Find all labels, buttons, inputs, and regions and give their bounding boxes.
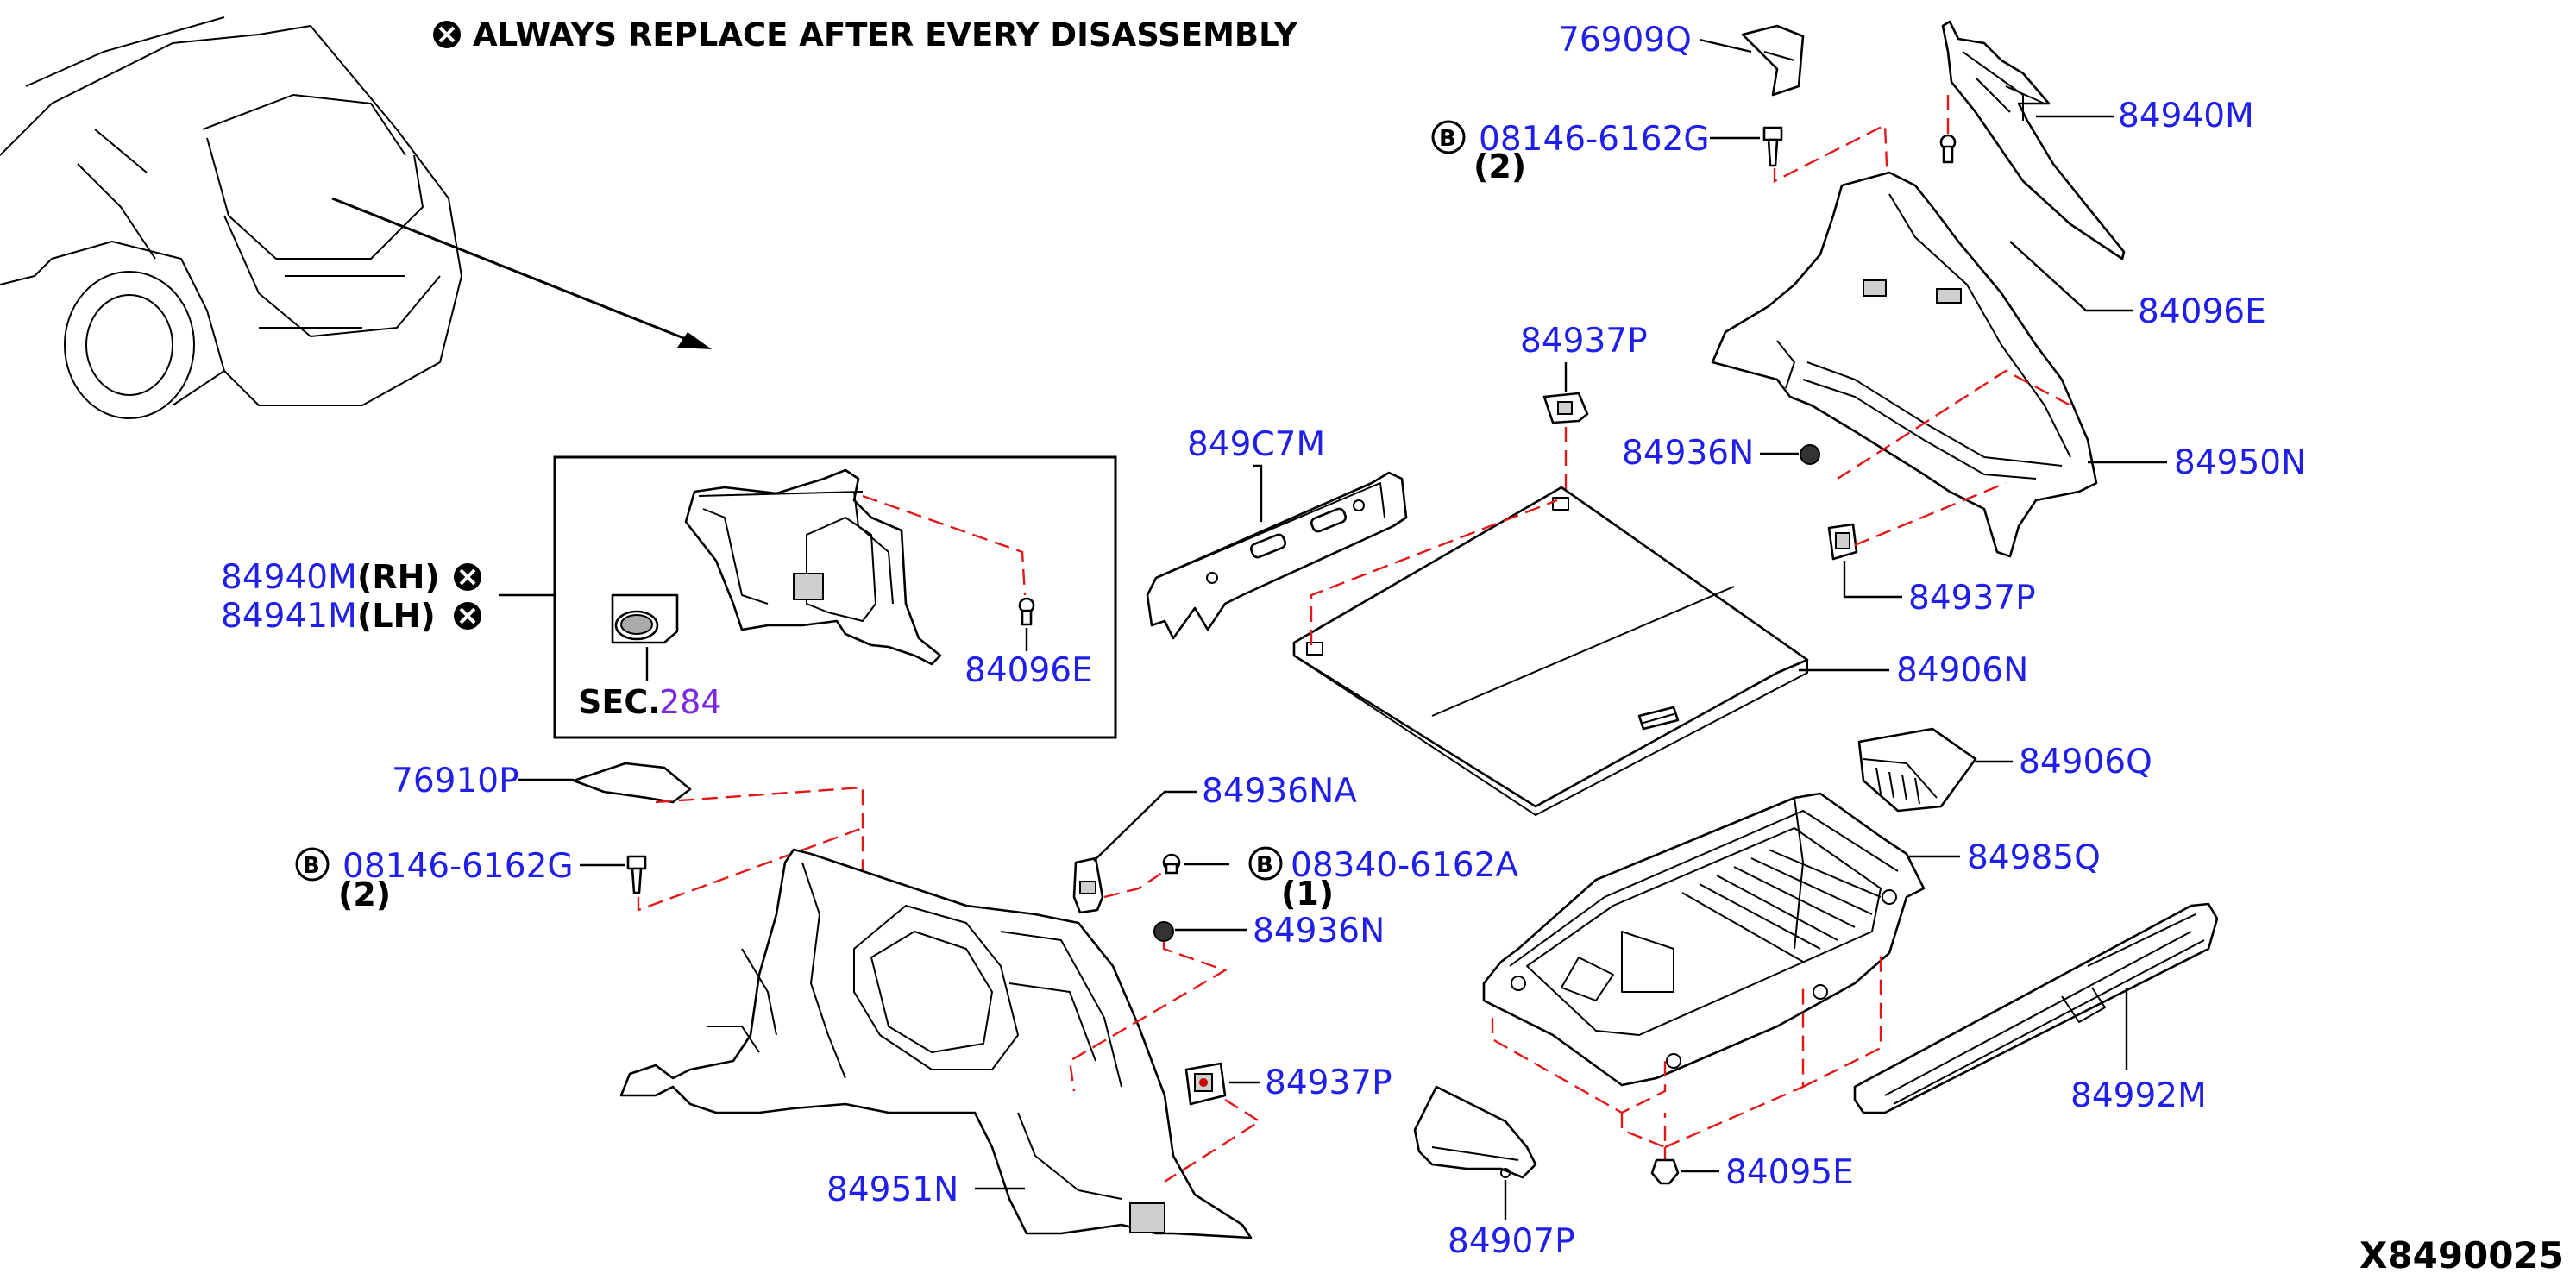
part-84936NA[interactable] [1072, 856, 1104, 914]
location-arrow [331, 197, 712, 349]
inset-box [553, 455, 1117, 739]
label-08340-6162A: 08340-6162A [1291, 846, 1518, 885]
label-84096E-top: 84096E [2138, 292, 2266, 331]
part-84992M[interactable] [1853, 902, 2219, 1114]
part-84906N[interactable] [1292, 486, 1809, 816]
svg-text:B: B [1256, 852, 1273, 878]
label-84941M-lh: 84941M [221, 597, 357, 636]
x-circle-icon [433, 21, 461, 48]
screw-08340[interactable] [1162, 853, 1181, 875]
svg-text:B: B [1439, 126, 1456, 152]
part-84937P-right[interactable] [1827, 523, 1858, 561]
header-note-text: ALWAYS REPLACE AFTER EVERY DISASSEMBLY [473, 16, 1298, 53]
label-84936N-low: 84936N [1253, 912, 1385, 951]
part-76909Q[interactable] [1741, 24, 1805, 97]
label-76910P: 76910P [392, 762, 519, 800]
part-84940M-top[interactable] [1941, 20, 2126, 260]
label-84937P-mid: 84937P [1520, 322, 1648, 361]
label-84992M: 84992M [2070, 1076, 2207, 1115]
label-lh: (LH) [357, 597, 436, 635]
part-84937P-mid[interactable] [1542, 392, 1589, 424]
section-ref-number: 284 [659, 683, 722, 721]
header-note: ALWAYS REPLACE AFTER EVERY DISASSEMBLY [433, 16, 1298, 53]
label-76909Q: 76909Q [1558, 21, 1692, 60]
label-84950N: 84950N [2174, 443, 2306, 482]
label-08146-6162G-top: 08146-6162G [1479, 120, 1710, 159]
label-84951N: 84951N [826, 1170, 958, 1209]
clip-84936N-low[interactable] [1153, 921, 1174, 942]
part-84940M-inset[interactable] [684, 468, 942, 666]
bolt-08146-left[interactable] [626, 855, 647, 894]
svg-text:B: B [303, 853, 320, 879]
qty-left: (2) [338, 875, 391, 913]
part-849C7M[interactable] [1146, 471, 1408, 640]
x-circle-icon [454, 563, 481, 591]
part-76910P[interactable] [572, 762, 692, 804]
part-84937P-low[interactable] [1184, 1062, 1227, 1106]
label-84906Q: 84906Q [2019, 743, 2152, 781]
label-84907P: 84907P [1448, 1222, 1575, 1261]
label-08146-6162G-left: 08146-6162G [342, 847, 574, 886]
part-84096E-inset[interactable] [1018, 597, 1035, 626]
label-849C7M: 849C7M [1187, 425, 1325, 464]
b-bolt-icon: B [295, 847, 330, 882]
label-84936NA: 84936NA [1202, 772, 1357, 811]
bolt-08146-top[interactable] [1762, 126, 1783, 167]
part-84950N[interactable] [1711, 171, 2098, 558]
part-84907P[interactable] [1413, 1085, 1537, 1179]
label-84940M-rh: 84940M [221, 558, 357, 597]
clip-84096E-top[interactable] [1939, 134, 1957, 164]
vehicle-illustration [0, 16, 462, 419]
label-84906N: 84906N [1896, 651, 2028, 690]
section-ref-prefix: SEC. [578, 683, 661, 721]
label-84937P-right: 84937P [1908, 579, 2036, 618]
x-circle-icon [454, 602, 481, 630]
label-84095E: 84095E [1725, 1153, 1854, 1192]
part-84985Q[interactable] [1482, 792, 1926, 1087]
part-84906Q[interactable] [1857, 727, 1977, 813]
diagram-code: X8490025 [2359, 1234, 2564, 1277]
b-bolt-icon: B [1248, 846, 1283, 881]
clip-84095E[interactable] [1650, 1158, 1680, 1185]
label-84096E-inset: 84096E [964, 651, 1093, 690]
label-84940M-top: 84940M [2118, 97, 2254, 135]
label-84936N-top: 84936N [1622, 434, 1754, 473]
label-84985Q: 84985Q [1967, 838, 2101, 877]
label-rh: (RH) [357, 558, 440, 596]
clip-84936N-top[interactable] [1800, 444, 1820, 465]
part-84951N[interactable] [619, 848, 1253, 1239]
part-SEC284-inset[interactable] [611, 593, 679, 644]
qty-top: (2) [1473, 147, 1526, 185]
label-84937P-low: 84937P [1265, 1064, 1392, 1102]
qty-08340: (1) [1281, 875, 1334, 913]
b-bolt-icon: B [1431, 120, 1466, 154]
